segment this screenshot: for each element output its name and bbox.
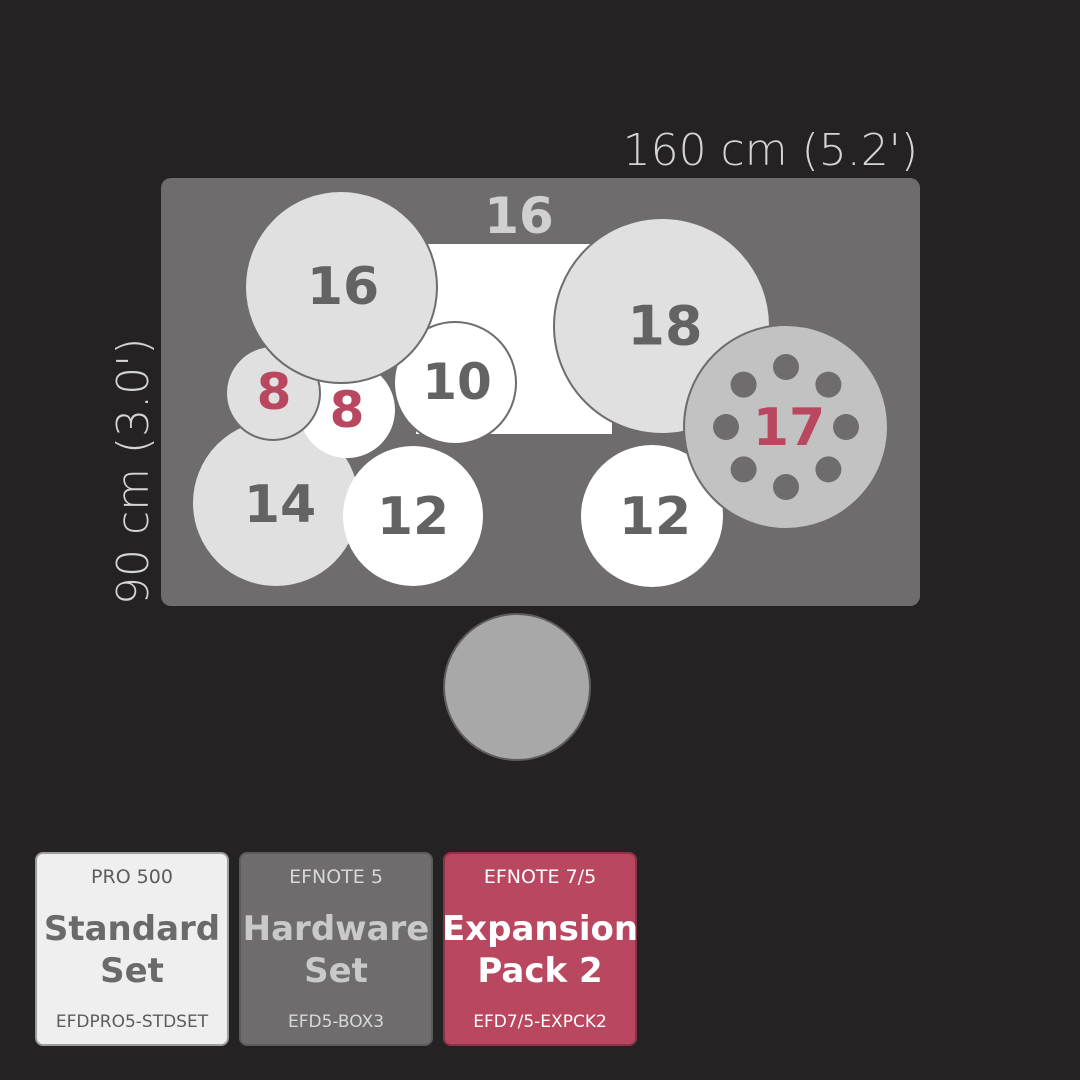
drum-throne xyxy=(443,613,591,761)
legend-code: EFD7/5-EXPCK2 xyxy=(473,1012,607,1032)
legend-name-line1: Expansion xyxy=(441,909,639,949)
cymbal-17-label: 17 xyxy=(753,398,825,458)
cymbal-14-label: 14 xyxy=(244,475,316,535)
legend-series: EFNOTE 7/5 xyxy=(483,866,597,888)
legend-name-line1: Hardware xyxy=(242,909,430,949)
cymbal-18-label: 18 xyxy=(627,295,702,358)
cymbal-hole xyxy=(815,371,842,398)
tom-12-left-label: 12 xyxy=(377,487,449,547)
cymbal-hole xyxy=(773,474,799,500)
tom-12-left-pad xyxy=(343,446,483,586)
depth-dimension-label: 90 cm (3.0') xyxy=(108,338,159,605)
cymbal-hole xyxy=(713,414,739,440)
legend-name-line1: Standard xyxy=(43,909,221,949)
cymbal-hole xyxy=(815,456,842,483)
legend-code: EFDPRO5-STDSET xyxy=(55,1012,209,1032)
legend-name-line2: Pack 2 xyxy=(477,951,603,991)
bass-drum-label: 16 xyxy=(484,187,554,245)
width-dimension-label: 160 cm (5.2') xyxy=(623,125,918,176)
cymbal-16-label: 16 xyxy=(307,257,379,317)
cymbal-hole xyxy=(730,371,757,398)
dot-ring-icon xyxy=(713,354,859,500)
cymbal-hole xyxy=(833,414,859,440)
tom-12-right-pad xyxy=(581,445,723,587)
cymbal-16-pad xyxy=(244,190,438,384)
legend-name-line2: Set xyxy=(100,951,164,991)
legend-code: EFD5-BOX3 xyxy=(287,1012,385,1032)
cymbal-hole xyxy=(730,456,757,483)
pad-8-label: 8 xyxy=(330,381,365,439)
hihat-8-label: 8 xyxy=(257,363,292,421)
legend-series: EFNOTE 5 xyxy=(289,866,383,888)
legend-series: PRO 500 xyxy=(91,866,173,888)
pad-8-pad xyxy=(299,362,395,458)
tom-12-right-label: 12 xyxy=(619,487,691,547)
tom-10-pad xyxy=(393,321,517,445)
legend-name-line2: Set xyxy=(304,951,368,991)
tom-10-label: 10 xyxy=(422,353,492,411)
cymbal-hole xyxy=(773,354,799,380)
